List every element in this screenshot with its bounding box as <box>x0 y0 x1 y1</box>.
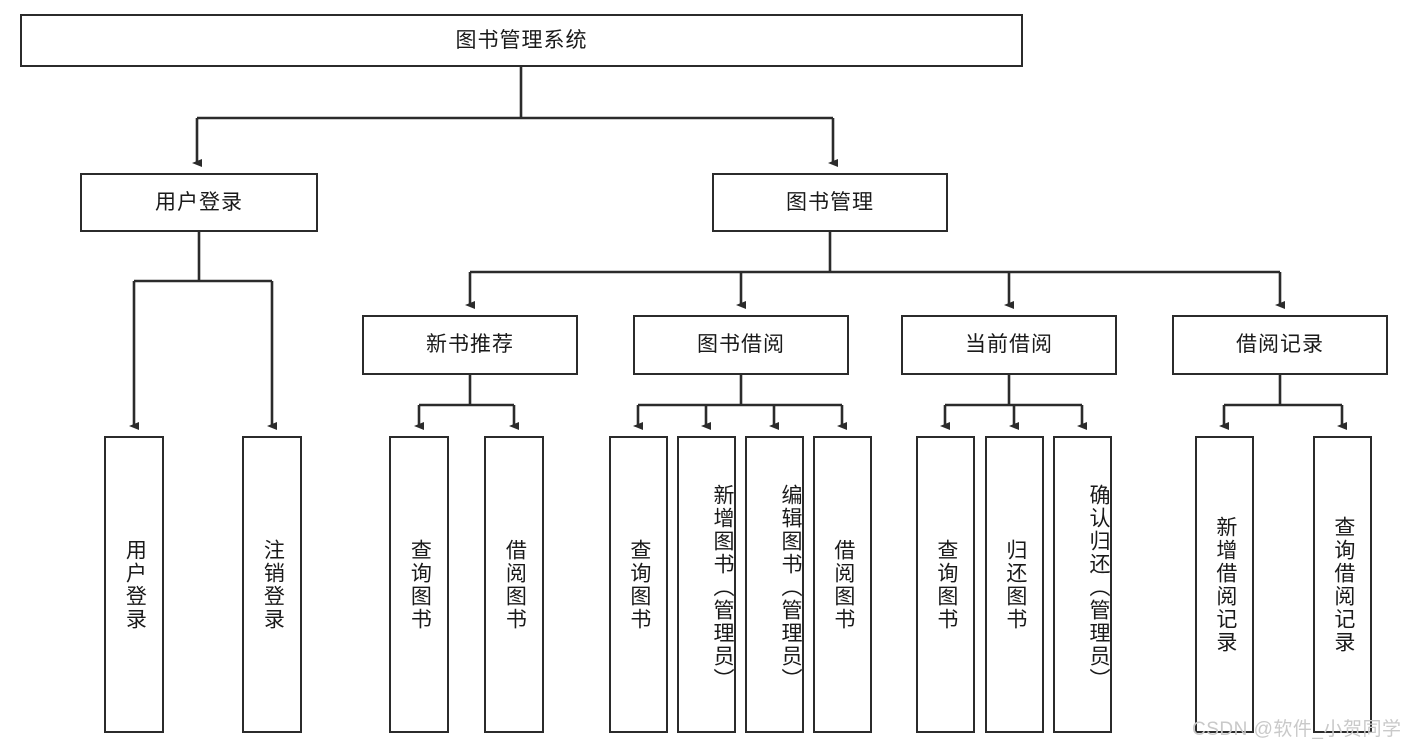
leaf-edit-book-admin[interactable]: 编辑图书（管理员） <box>745 436 804 733</box>
node-current-borrow[interactable]: 当前借阅 <box>901 315 1117 375</box>
node-book-management[interactable]: 图书管理 <box>712 173 948 232</box>
node-book-borrow[interactable]: 图书借阅 <box>633 315 849 375</box>
leaf-add-borrow-record[interactable]: 新增借阅记录 <box>1195 436 1254 733</box>
csdn-watermark: CSDN @软件_小贺同学 <box>1192 719 1402 740</box>
leaf-query-book-borrow[interactable]: 查询图书 <box>609 436 668 733</box>
leaf-query-book-current[interactable]: 查询图书 <box>916 436 975 733</box>
node-user-login[interactable]: 用户登录 <box>80 173 318 232</box>
leaf-borrow-book[interactable]: 借阅图书 <box>813 436 872 733</box>
leaf-query-borrow-record[interactable]: 查询借阅记录 <box>1313 436 1372 733</box>
leaf-borrow-book-newbook[interactable]: 借阅图书 <box>484 436 544 733</box>
node-new-book-recommend[interactable]: 新书推荐 <box>362 315 578 375</box>
node-borrow-record[interactable]: 借阅记录 <box>1172 315 1388 375</box>
leaf-add-book-admin[interactable]: 新增图书（管理员） <box>677 436 736 733</box>
node-root[interactable]: 图书管理系统 <box>20 14 1023 67</box>
leaf-query-book-newbook[interactable]: 查询图书 <box>389 436 449 733</box>
leaf-user-login[interactable]: 用户登录 <box>104 436 164 733</box>
leaf-logout[interactable]: 注销登录 <box>242 436 302 733</box>
leaf-return-book[interactable]: 归还图书 <box>985 436 1044 733</box>
leaf-confirm-return-admin[interactable]: 确认归还（管理员） <box>1053 436 1112 733</box>
